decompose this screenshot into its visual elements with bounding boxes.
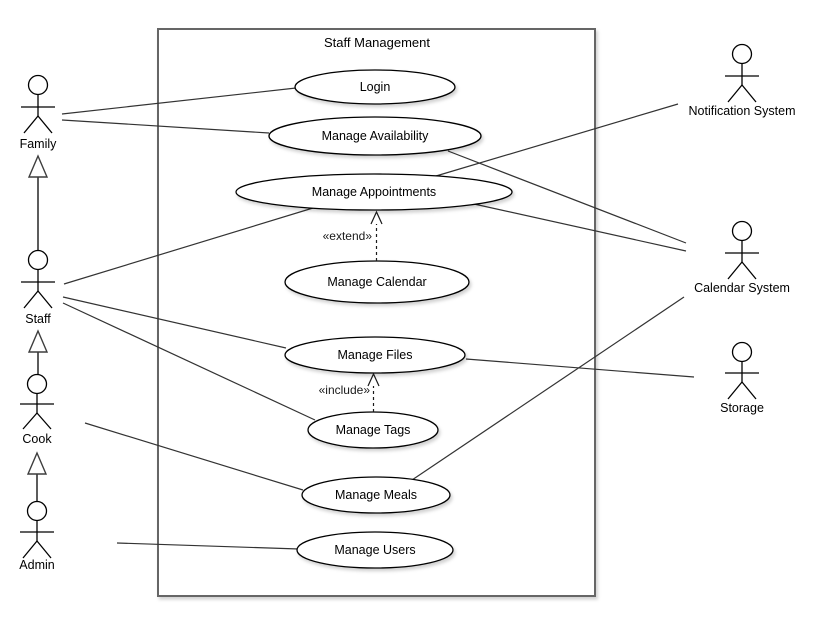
storage-label: Storage (720, 401, 764, 415)
include-stereotype-label: «include» (319, 383, 371, 397)
actor-staff: Staff (21, 249, 55, 326)
actor-admin: Admin (19, 500, 55, 572)
association-lines (61, 87, 695, 550)
actors-left: Family Staff Cook (19, 74, 58, 572)
assoc-staff-files (62, 296, 287, 349)
extend-stereotype-label: «extend» (323, 229, 373, 243)
generalization-admin-cook (26, 451, 48, 501)
extend-dependency: «extend» (323, 210, 383, 261)
open-arrowhead-icon (370, 210, 383, 225)
assoc-calendarsys-availability (447, 150, 687, 244)
open-arrowhead-icon (367, 372, 380, 387)
manage-files-label: Manage Files (337, 348, 412, 362)
assoc-notification-appointments (435, 103, 679, 177)
use-case-manage-meals: Manage Meals (301, 476, 451, 514)
stick-figure-icon (20, 373, 54, 430)
use-case-manage-users: Manage Users (296, 531, 454, 569)
use-case-manage-files: Manage Files (284, 336, 466, 374)
manage-tags-label: Manage Tags (336, 423, 411, 437)
manage-availability-ellipse (268, 116, 482, 156)
include-dependency: «include» (319, 372, 380, 412)
manage-appointments-label: Manage Appointments (312, 185, 436, 199)
login-ellipse (294, 69, 456, 105)
use-case-manage-tags: Manage Tags (307, 411, 439, 449)
assoc-files-storage (465, 358, 695, 378)
dependencies: «extend» «include» (319, 210, 383, 412)
generalization-arrow-icon (27, 329, 49, 353)
assoc-staff-appointments (63, 207, 314, 285)
actor-notification-system: Notification System (689, 43, 796, 118)
manage-availability-label: Manage Availability (322, 129, 430, 143)
assoc-family-availability (61, 119, 270, 134)
system-title: Staff Management (324, 35, 430, 50)
generalization-staff-family (27, 154, 49, 250)
generalization-arrow-icon (27, 154, 49, 178)
assoc-admin-users (116, 542, 300, 550)
actor-cook: Cook (20, 373, 54, 446)
manage-users-ellipse (296, 531, 454, 569)
assoc-calendarsys-meals (411, 296, 685, 481)
manage-users-label: Manage Users (334, 543, 415, 557)
assoc-cook-meals (84, 422, 304, 491)
stick-figure-icon (21, 249, 55, 309)
use-case-login: Login (294, 69, 456, 105)
staff-label: Staff (25, 312, 51, 326)
use-case-manage-calendar: Manage Calendar (284, 260, 470, 304)
actor-calendar-system: Calendar System (694, 220, 790, 295)
assoc-calendarsys-appointments (473, 203, 687, 252)
use-case-manage-availability: Manage Availability (268, 116, 482, 156)
assoc-staff-tags (62, 302, 316, 421)
stick-figure-icon (20, 500, 54, 559)
generalizations (26, 154, 49, 501)
cook-label: Cook (22, 432, 52, 446)
stick-figure-icon (725, 341, 759, 400)
manage-calendar-label: Manage Calendar (327, 275, 426, 289)
stick-figure-icon (725, 43, 759, 103)
generalization-cook-staff (27, 329, 49, 374)
manage-meals-ellipse (301, 476, 451, 514)
actors-right: Notification System Calendar System Stor… (689, 43, 796, 415)
manage-appointments-ellipse (235, 173, 513, 211)
actor-family: Family (20, 74, 58, 151)
notification-system-label: Notification System (689, 104, 796, 118)
stick-figure-icon (725, 220, 759, 280)
manage-meals-label: Manage Meals (335, 488, 417, 502)
actor-storage: Storage (720, 341, 764, 415)
stick-figure-icon (21, 74, 55, 134)
admin-label: Admin (19, 558, 54, 572)
generalization-arrow-icon (26, 451, 48, 475)
use-cases: Login Manage Availability Manage Appoint… (235, 69, 513, 569)
manage-files-ellipse (284, 336, 466, 374)
calendar-system-label: Calendar System (694, 281, 790, 295)
assoc-family-login (61, 87, 297, 115)
login-label: Login (360, 80, 391, 94)
family-label: Family (20, 137, 58, 151)
use-case-manage-appointments: Manage Appointments (235, 173, 513, 211)
